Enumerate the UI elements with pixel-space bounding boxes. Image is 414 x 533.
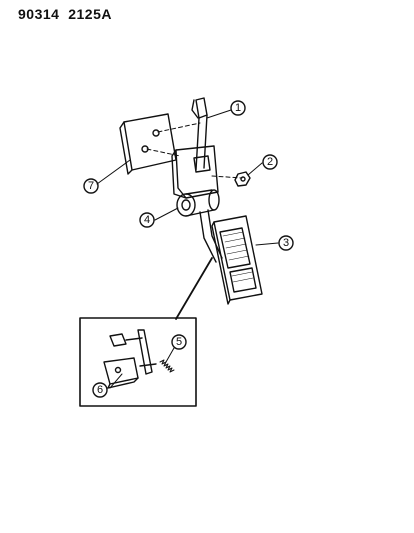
callout-leaders	[96, 109, 279, 389]
pedal-pad	[211, 215, 263, 305]
pedal-arm-upper	[191, 97, 208, 171]
pedal-arm-lower	[199, 209, 223, 263]
callout-7-circle	[83, 178, 99, 194]
callout-7: 7	[88, 180, 94, 192]
pedal-pad-texture	[222, 231, 254, 283]
detail-switch-assembly	[103, 329, 157, 389]
detail-leader-line	[175, 257, 213, 320]
callout-6-circle	[92, 382, 108, 398]
callout-4-circle	[139, 212, 155, 228]
pivot-bushing	[176, 189, 220, 217]
part-code: 90314	[18, 6, 60, 22]
callout-1-circle	[230, 100, 246, 116]
detail-spring	[159, 359, 175, 373]
callout-2-circle	[262, 154, 278, 170]
mounting-leader-lines	[146, 122, 243, 179]
figure-header: 90314 2125A	[18, 6, 112, 22]
callout-3: 3	[283, 237, 289, 249]
callout-5: 5	[176, 336, 182, 348]
callout-4: 4	[144, 214, 150, 226]
nut	[234, 171, 251, 187]
callout-6: 6	[97, 384, 103, 396]
callout-1: 1	[235, 102, 241, 114]
callout-3-circle	[278, 235, 294, 251]
detail-inset-box	[79, 317, 197, 407]
mounting-plate	[119, 113, 177, 175]
callout-5-circle	[171, 334, 187, 350]
figure-code: 2125A	[68, 6, 112, 22]
callout-2: 2	[267, 156, 273, 168]
